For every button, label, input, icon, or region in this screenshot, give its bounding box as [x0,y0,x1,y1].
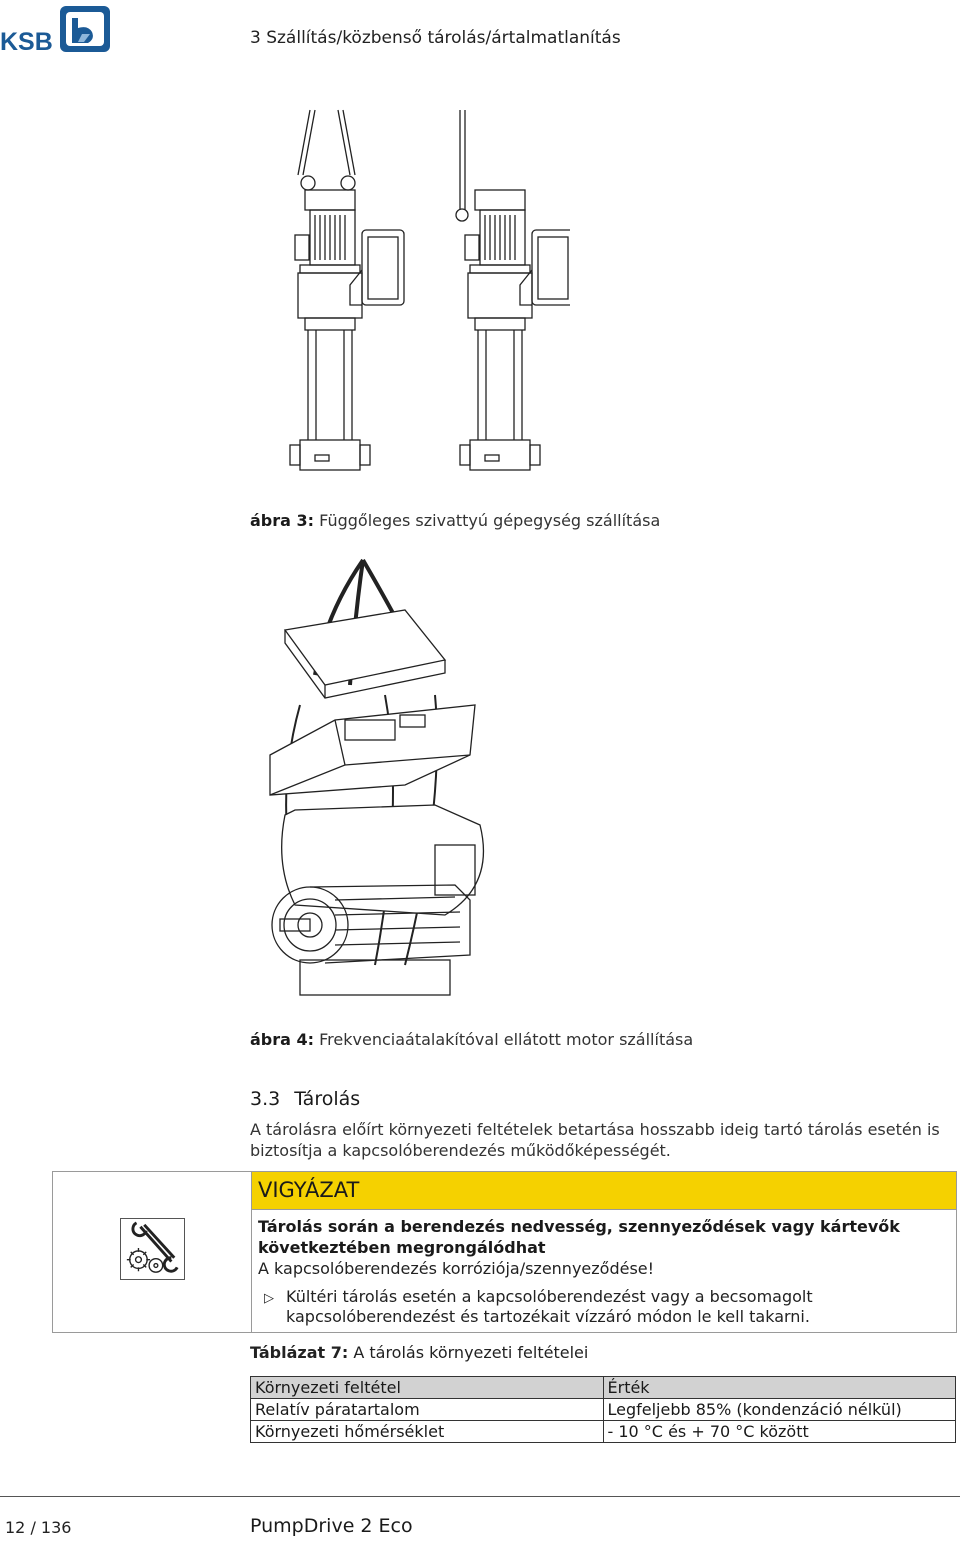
section-heading: 3.3 Tárolás [250,1088,360,1110]
product-name: PumpDrive 2 Eco [250,1515,413,1537]
warning-box [52,1171,957,1333]
warning-header: VIGYÁZAT [252,1172,956,1210]
warning-icon-column [52,1171,252,1333]
wrench-gear-icon [120,1218,185,1280]
figure-3-text: Függőleges szivattyú gépegység szállítás… [319,511,661,530]
chapter-title: 3 Szállítás/közbenső tárolás/ártalmatlan… [250,28,621,48]
table-cell: Környezeti hőmérséklet [250,1420,604,1443]
section-number: 3.3 [250,1088,281,1110]
table-cell: Relatív páratartalom [250,1398,604,1421]
table-header-condition: Környezeti feltétel [250,1376,604,1399]
warning-consequence: A kapcsolóberendezés korróziója/szennyez… [258,1259,655,1278]
table-header-row: Környezeti feltétel Érték [250,1376,956,1399]
table-caption-text: A tárolás környezeti feltételei [353,1343,589,1362]
table-cell: - 10 °C és + 70 °C között [602,1420,956,1443]
page-number: 12 / 136 [5,1518,72,1537]
motor-lifting-drawing [269,558,484,996]
warning-step-text: Kültéri tárolás esetén a kapcsolóberende… [286,1287,813,1326]
table-row: Relatív páratartalom Legfeljebb 85% (kon… [250,1398,956,1421]
step-marker-icon: ▷ [264,1291,274,1306]
warning-step: ▷ Kültéri tárolás esetén a kapcsolóberend… [264,1287,944,1327]
warning-hazard: Tárolás során a berendezés nedvesség, sz… [258,1217,900,1257]
vertical-pump-lifting-drawing [289,109,570,471]
section-text: A tárolásra előírt környezeti feltételek… [250,1120,940,1160]
environment-table: Környezeti feltétel Érték Relatív párata… [250,1376,956,1443]
table-caption: Táblázat 7: A tárolás környezeti feltéte… [250,1343,588,1362]
section-title: Tárolás [294,1088,361,1110]
figure-4-label: ábra 4: [250,1030,315,1049]
figure-3-caption: ábra 3: Függőleges szivattyú gépegység s… [250,511,660,530]
table-row: Környezeti hőmérséklet - 10 °C és + 70 °… [250,1420,956,1443]
figure-3-label: ábra 3: [250,511,315,530]
figure-4-caption: ábra 4: Frekvenciaátalakítóval ellátott … [250,1030,693,1049]
ksb-logo-text: KSB [0,28,53,54]
ksb-logo: KSB [0,6,110,54]
footer-divider [0,1496,960,1497]
table-label: Táblázat 7: [250,1343,349,1362]
table-header-value: Érték [602,1376,956,1399]
figure-4-text: Frekvenciaátalakítóval ellátott motor sz… [319,1030,694,1049]
table-cell: Legfeljebb 85% (kondenzáció nélkül) [602,1398,956,1421]
warning-signal-word: VIGYÁZAT [258,1178,360,1202]
